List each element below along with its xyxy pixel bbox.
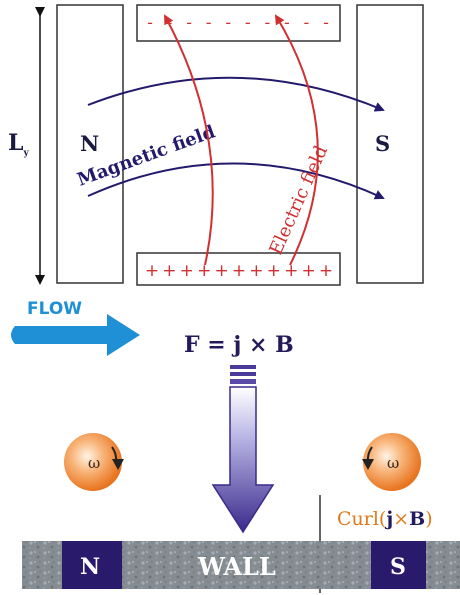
negative-charge-symbol: - <box>323 13 329 32</box>
south-magnet <box>356 4 424 284</box>
negative-charge-symbol: - <box>304 13 310 32</box>
left-omega-symbol: ω <box>88 454 100 472</box>
lorentz-force-formula: F = j × B <box>184 332 294 358</box>
positive-charge-symbol: + <box>162 261 176 281</box>
magnetic-field-line-lower <box>87 162 385 200</box>
positive-charges: +++++++++++ <box>145 261 333 281</box>
positive-charge-symbol: + <box>145 261 159 281</box>
positive-charge-symbol: + <box>267 261 281 281</box>
electric-field-line-left <box>164 14 214 266</box>
negative-charge-symbol: - <box>245 13 251 32</box>
positive-charge-symbol: + <box>249 261 263 281</box>
positive-charge-symbol: + <box>214 261 228 281</box>
flow-label: FLOW <box>27 299 83 319</box>
curl-label: Curl(j×B) <box>337 508 433 530</box>
force-arrow <box>211 365 275 534</box>
positive-charge-symbol: + <box>180 261 194 281</box>
wall-label: WALL <box>197 552 276 581</box>
north-magnet <box>56 4 124 284</box>
negative-charge-symbol: - <box>147 13 153 32</box>
negative-charge-symbol: - <box>284 13 290 32</box>
right-vortex: ω <box>362 433 421 491</box>
positive-charge-symbol: + <box>232 261 246 281</box>
wall-south-pole <box>371 541 426 589</box>
negative-charge-symbol: - <box>186 13 192 32</box>
right-omega-symbol: ω <box>387 454 399 472</box>
positive-charge-symbol: + <box>319 261 333 281</box>
negative-charge-symbol: - <box>225 13 231 32</box>
flow-arrow <box>11 314 140 356</box>
length-label: Ly <box>8 130 29 159</box>
north-label: N <box>80 131 100 156</box>
electric-field-line-right <box>274 14 319 266</box>
positive-charge-symbol: + <box>284 261 298 281</box>
left-vortex: ω <box>64 433 124 491</box>
bottom-electrode <box>136 252 341 286</box>
electric-field-label: Electric field <box>265 143 332 258</box>
wall-north-label: N <box>80 554 100 580</box>
negative-charge-symbol: - <box>206 13 212 32</box>
wall-north-pole <box>62 541 122 589</box>
wall-south-label: S <box>390 554 406 580</box>
positive-charge-symbol: + <box>301 261 315 281</box>
magnetic-field-line-upper <box>87 76 385 112</box>
south-label: S <box>375 131 391 156</box>
negative-charge-symbol: - <box>264 13 270 32</box>
positive-charge-symbol: + <box>197 261 211 281</box>
